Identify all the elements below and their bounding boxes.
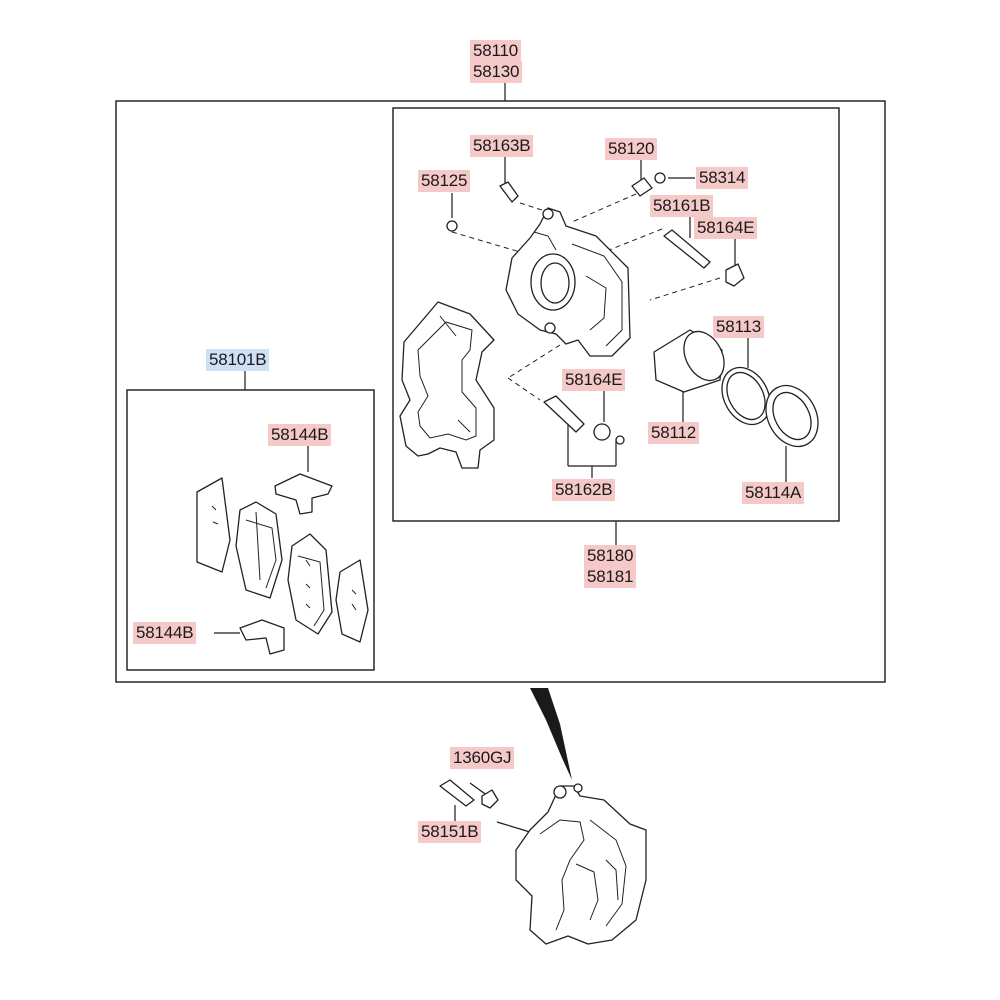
callout-arrow [530, 688, 572, 780]
label-58114a[interactable]: 58114A [742, 482, 805, 504]
label-58110[interactable]: 58110 [470, 40, 522, 62]
label-58161b[interactable]: 58161B [650, 195, 714, 217]
label-58112[interactable]: 58112 [648, 422, 700, 444]
label-58164e-lower[interactable]: 58164E [562, 369, 626, 391]
label-58120[interactable]: 58120 [605, 138, 658, 160]
label-58151b[interactable]: 58151B [418, 821, 482, 843]
brake-pads-illustration [196, 473, 369, 655]
fasteners-illustration [446, 172, 745, 445]
label-58144b-bottom[interactable]: 58144B [133, 622, 197, 644]
piston-seal-boot-illustration [653, 329, 819, 448]
label-58130[interactable]: 58130 [470, 61, 523, 83]
label-58101b[interactable]: 58101B [206, 349, 270, 371]
leader-lines [214, 82, 787, 833]
label-58180[interactable]: 58180 [584, 545, 637, 567]
label-58162b[interactable]: 58162B [552, 479, 616, 501]
label-58144b-top[interactable]: 58144B [268, 424, 332, 446]
assembly-dash-lines [451, 193, 721, 401]
pad-kit-frame [126, 389, 375, 671]
label-58314[interactable]: 58314 [696, 167, 749, 189]
carrier-bracket-illustration [399, 301, 495, 469]
caliper-body-illustration [505, 207, 631, 357]
label-58181[interactable]: 58181 [584, 566, 637, 588]
label-1360gj[interactable]: 1360GJ [450, 747, 515, 769]
label-58163b[interactable]: 58163B [470, 135, 534, 157]
caliper-assembly-illustration [439, 779, 647, 945]
label-58113[interactable]: 58113 [713, 316, 765, 338]
outer-assembly-frame [115, 100, 886, 683]
label-58125[interactable]: 58125 [418, 170, 471, 192]
label-58164e-top[interactable]: 58164E [694, 217, 758, 239]
